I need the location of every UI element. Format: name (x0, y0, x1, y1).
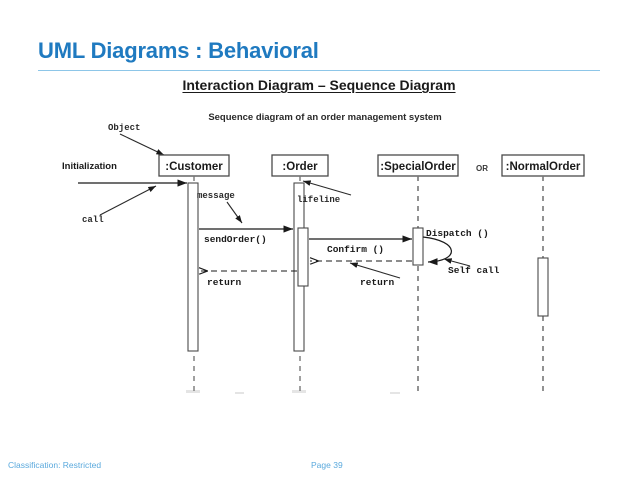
footer-page-number: Page 39 (311, 460, 343, 470)
annotation-self-call: Self call (443, 258, 500, 276)
lifeline-order: :Order (271, 154, 329, 391)
diagram-caption: Sequence diagram of an order management … (208, 112, 441, 123)
lifeline-special-order: :SpecialOrder (377, 154, 459, 391)
title-divider (38, 70, 600, 71)
or-separator-label: OR (476, 164, 488, 173)
annotation-initialization-label: Initialization (62, 161, 117, 172)
annotation-call-label: call (82, 215, 104, 225)
annotation-lifeline: lifeline (297, 180, 352, 205)
footer-classification: Classification: Restricted (8, 460, 102, 470)
bottom-artifacts (186, 390, 400, 394)
annotation-object-label: Object (108, 123, 140, 133)
lifeline-special-order-label: :SpecialOrder (380, 161, 456, 173)
annotation-message-label: message (197, 191, 235, 201)
lifeline-customer-label: :Customer (165, 161, 223, 173)
annotation-message: message (197, 191, 243, 224)
return-special-order-label: return (360, 277, 395, 288)
sequence-diagram-image: Sequence diagram of an order management … (60, 103, 590, 403)
annotation-lifeline-label: lifeline (297, 195, 340, 205)
return-order-customer: return (199, 271, 297, 288)
page-title: UML Diagrams : Behavioral (38, 38, 319, 63)
message-confirm-label: Confirm () (327, 244, 384, 255)
message-confirm: Confirm () (309, 235, 412, 255)
annotation-call: call (82, 185, 157, 225)
return-special-order: return (310, 261, 412, 288)
lifeline-customer: :Customer (158, 154, 230, 391)
lifeline-normal-order-label: :NormalOrder (506, 161, 581, 173)
lifeline-order-label: :Order (282, 161, 318, 173)
lifeline-normal-order: :NormalOrder (501, 154, 585, 391)
annotation-object: Object (108, 123, 165, 156)
slide-subtitle: Interaction Diagram – Sequence Diagram (182, 77, 456, 93)
return-order-customer-label: return (207, 277, 242, 288)
message-dispatch-label: Dispatch () (426, 228, 489, 239)
diagram-caption-text: Sequence diagram of an order management … (208, 112, 441, 123)
message-send-order: sendOrder() (199, 225, 293, 245)
message-send-order-label: sendOrder() (204, 234, 267, 245)
self-call-loop (422, 236, 452, 266)
annotation-self-call-label: Self call (448, 265, 500, 276)
